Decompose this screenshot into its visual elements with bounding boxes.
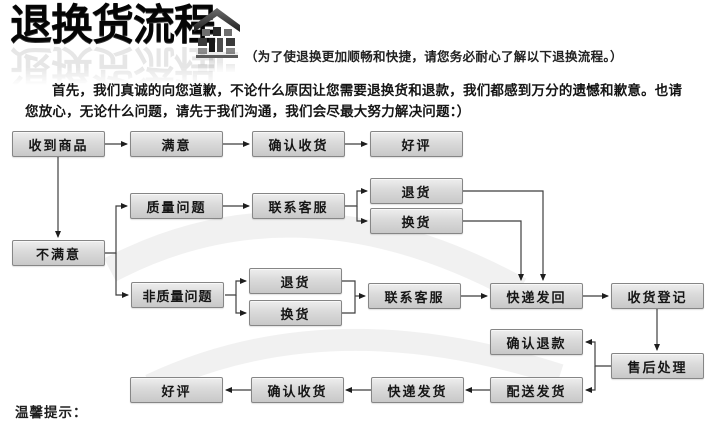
header: 退换货流程 退换货流程 （为了使退换更加顺畅和快捷，请您务必耐心了解以下退换流程… (0, 0, 711, 90)
home-icon-reflection (196, 52, 238, 72)
node-express-send-back: 快递发回 (490, 283, 583, 309)
node-express-ship: 快递发货 (371, 377, 464, 403)
merge-return-exchange (342, 280, 356, 314)
node-return-quality: 退货 (370, 178, 463, 204)
node-contact-service-top: 联系客服 (252, 193, 345, 219)
header-subtitle: （为了使退换更加顺畅和快捷，请您务必耐心了解以下退换流程。） (245, 50, 623, 64)
node-receipt-registration: 收货登记 (611, 283, 704, 309)
node-confirm-receipt-top: 确认收货 (252, 131, 345, 157)
node-satisfied: 满意 (130, 131, 223, 157)
arrow-contact-exchange (356, 206, 368, 224)
arrow-aftersales-refund (585, 339, 611, 367)
warm-tips-label: 温馨提示： (15, 405, 88, 420)
arrow-unsatisfied-quality (105, 203, 128, 254)
node-non-quality-issue: 非质量问题 (131, 282, 224, 308)
node-good-review-bottom: 好评 (130, 377, 223, 403)
intro-paragraph: 首先，我们真诚的向您道歉，不论什么原因让您需要退换货和退款，我们都感到万分的遗憾… (25, 83, 683, 119)
arrow-return-expressback (463, 190, 546, 281)
node-after-sales-processing: 售后处理 (611, 353, 704, 379)
node-good-review-top: 好评 (370, 131, 463, 157)
arrow-exchange-expressback (463, 220, 524, 281)
arrow-nonquality-return (225, 278, 247, 296)
node-confirm-refund: 确认退款 (490, 329, 583, 355)
arrow-aftersales-dispatch (585, 366, 596, 393)
arrow-nonquality-exchange (235, 295, 247, 316)
node-exchange-quality: 换货 (370, 208, 463, 234)
node-contact-service-mid: 联系客服 (368, 283, 461, 309)
node-exchange-non-quality: 换货 (249, 300, 342, 326)
node-unsatisfied: 不满意 (12, 240, 105, 266)
node-quality-issue: 质量问题 (130, 193, 223, 219)
node-return-non-quality: 退货 (249, 268, 342, 294)
logo-title: 退换货流程 (10, 1, 216, 48)
node-dispatch-goods: 配送发货 (490, 377, 583, 403)
node-received: 收到商品 (12, 131, 105, 157)
arrow-unsatisfied-nonquality (115, 253, 129, 298)
node-confirm-receipt-bottom: 确认收货 (251, 377, 344, 403)
home-arrow-icon (194, 8, 240, 58)
logo: 退换货流程 退换货流程 (10, 1, 216, 90)
arrow-contact-return (345, 188, 368, 207)
